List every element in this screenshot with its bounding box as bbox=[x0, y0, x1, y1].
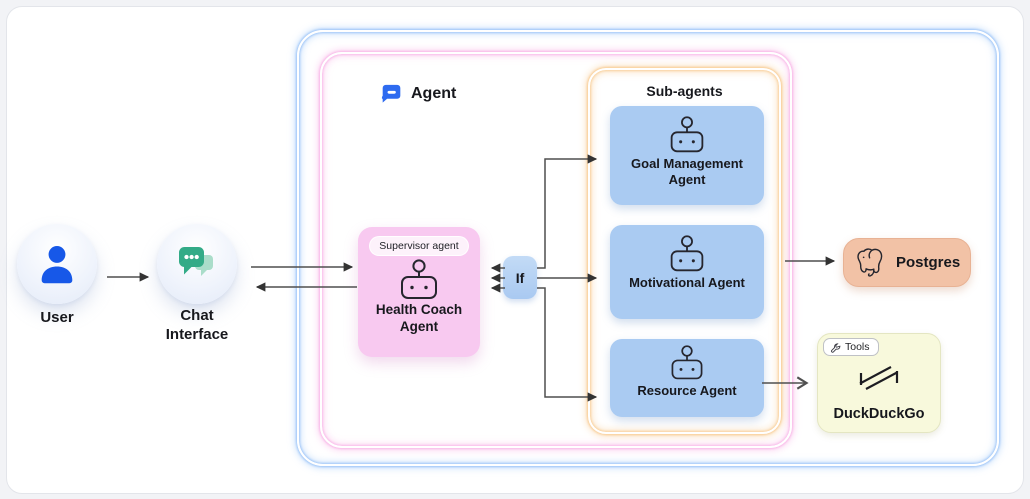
chat-bubble-icon bbox=[381, 84, 401, 103]
zigzag-icon bbox=[859, 366, 899, 390]
subagents-panel: Sub-agents Goal Management Agent Motivat… bbox=[588, 68, 781, 434]
goal-management-agent-node: Goal Management Agent bbox=[610, 106, 764, 205]
chat-interface-node bbox=[157, 224, 237, 304]
health-coach-agent-label: Health Coach Agent bbox=[375, 302, 463, 334]
resource-agent-node: Resource Agent bbox=[610, 339, 764, 417]
user-node bbox=[17, 224, 97, 304]
agent-outer-container bbox=[297, 30, 999, 466]
robot-icon bbox=[401, 259, 437, 299]
robot-icon bbox=[670, 235, 704, 272]
duckduckgo-node: Tools DuckDuckGo bbox=[817, 333, 941, 433]
wrench-icon bbox=[831, 342, 841, 353]
tools-badge: Tools bbox=[823, 338, 879, 356]
postgres-label: Postgres bbox=[896, 254, 961, 271]
chat-interface-label: Chat Interface bbox=[165, 307, 229, 343]
supervisor-agent-badge: Supervisor agent bbox=[369, 236, 469, 256]
agent-header: Agent bbox=[380, 82, 456, 105]
agent-container-label: Agent bbox=[411, 84, 457, 102]
motivational-agent-label: Motivational Agent bbox=[629, 275, 745, 290]
robot-icon bbox=[671, 345, 703, 380]
resource-agent-label: Resource Agent bbox=[637, 383, 737, 398]
person-icon bbox=[41, 245, 73, 284]
goal-management-agent-label: Goal Management Agent bbox=[631, 156, 743, 187]
tools-badge-label: Tools bbox=[845, 341, 870, 353]
chat-bubbles-icon bbox=[179, 247, 213, 276]
duckduckgo-label: DuckDuckGo bbox=[833, 406, 925, 422]
motivational-agent-node: Motivational Agent bbox=[610, 225, 764, 319]
postgres-elephant-icon bbox=[857, 247, 883, 277]
robot-icon bbox=[670, 116, 704, 153]
if-condition-node: If bbox=[503, 256, 537, 299]
user-label: User bbox=[40, 309, 74, 326]
if-label: If bbox=[515, 269, 525, 286]
health-coach-agent-node: Supervisor agent Health Coach Agent bbox=[358, 227, 480, 357]
agent-inner-container bbox=[320, 52, 792, 448]
subagents-title: Sub-agents bbox=[646, 83, 723, 99]
postgres-node: Postgres bbox=[843, 238, 971, 287]
